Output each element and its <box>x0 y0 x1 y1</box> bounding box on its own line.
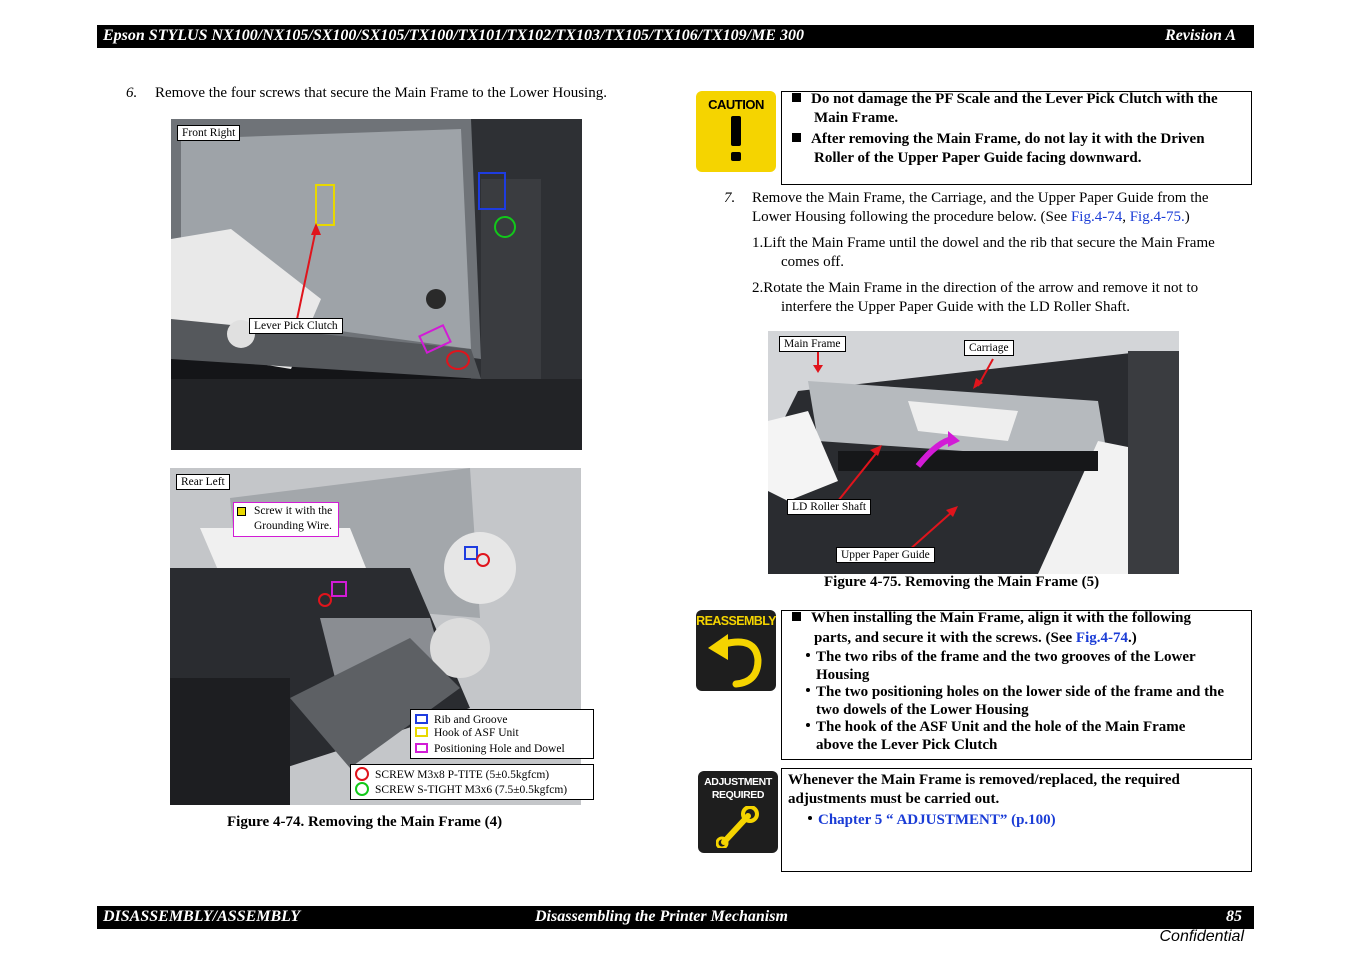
legend-positioning: Positioning Hole and Dowel <box>415 742 565 756</box>
revision-label: Revision A <box>1165 27 1236 44</box>
screw-icon <box>237 507 246 516</box>
red-screw-marker <box>318 593 332 607</box>
footer-section: DISASSEMBLY/ASSEMBLY <box>103 908 301 925</box>
yellow-square-icon <box>415 727 428 737</box>
step-7: 7. Remove the Main Frame, the Carriage, … <box>724 190 1209 206</box>
legend-rib-groove: Rib and Groove <box>415 713 507 727</box>
adjustment-bullet: Chapter 5 “ ADJUSTMENT” (p.100) <box>808 811 1056 830</box>
wrench-icon <box>716 806 759 848</box>
magenta-square-icon <box>415 743 428 753</box>
confidential-label: Confidential <box>1159 928 1245 945</box>
red-circle-icon <box>355 767 369 781</box>
rib-marker <box>478 172 506 210</box>
rib-marker <box>464 546 478 560</box>
footer-bar: DISASSEMBLY/ASSEMBLY Disassembling the P… <box>97 906 1254 929</box>
step-6: 6. Remove the four screws that secure th… <box>126 84 607 103</box>
legend-screw-green: SCREW S-TIGHT M3x6 (7.5±0.5kgfcm) <box>355 782 567 797</box>
reassembly-box: When installing the Main Frame, align it… <box>781 610 1252 760</box>
adjustment-badge: ADJUSTMENT REQUIRED <box>698 771 778 853</box>
figure-75-pointer-arrows <box>813 351 994 552</box>
adjustment-line-2: adjustments must be carried out. <box>788 791 1000 807</box>
reassembly-bullet-3: The hook of the ASF Unit and the hole of… <box>806 718 1185 737</box>
green-circle-icon <box>355 782 369 796</box>
label-ld-roller-shaft: LD Roller Shaft <box>787 499 872 515</box>
figure-75-caption: Figure 4-75. Removing the Main Frame (5) <box>824 574 1100 590</box>
green-screw-marker <box>494 216 516 238</box>
main-frame-removal-illustration <box>768 331 1179 574</box>
reassembly-bullet-1: The two ribs of the frame and the two gr… <box>806 648 1196 667</box>
legend-screw-red: SCREW M3x8 P-TITE (5±0.5kgfcm) <box>355 767 549 782</box>
blue-square-icon <box>415 714 428 724</box>
page-number: 85 <box>1226 908 1242 925</box>
exclamation-icon <box>731 116 741 146</box>
printer-front-right-illustration <box>171 119 582 450</box>
caution-badge: CAUTION <box>696 91 776 172</box>
adjustment-line-1: Whenever the Main Frame is removed/repla… <box>788 772 1180 788</box>
label-rear-left: Rear Left <box>176 474 230 490</box>
reassembly-intro: When installing the Main Frame, align it… <box>792 609 1191 628</box>
substep-1: 1.Lift the Main Frame until the dowel an… <box>752 235 1215 251</box>
reassembly-bullet-2: The two positioning holes on the lower s… <box>806 683 1224 702</box>
step-number: 7. <box>724 190 736 206</box>
fig-4-75-link[interactable]: Fig.4-75. <box>1129 209 1185 225</box>
undo-arrow-icon <box>708 634 762 688</box>
footer-subsection: Disassembling the Printer Mechanism <box>535 908 788 925</box>
step-text: Remove the four screws that secure the M… <box>155 85 607 101</box>
legend-screws: SCREW M3x8 P-TITE (5±0.5kgfcm) SCREW S-T… <box>350 764 594 800</box>
photo-front-right: Front Right Lever Pick Clutch <box>171 119 582 450</box>
caution-item-1: Do not damage the PF Scale and the Lever… <box>792 90 1218 109</box>
substep-2: 2.Rotate the Main Frame in the direction… <box>752 280 1199 296</box>
label-front-right: Front Right <box>177 125 241 141</box>
label-carriage: Carriage <box>964 340 1014 356</box>
positioning-marker <box>331 581 347 597</box>
figure-74-caption: Figure 4-74. Removing the Main Frame (4) <box>227 814 503 830</box>
reassembly-badge: REASSEMBLY <box>696 610 776 691</box>
hook-marker <box>315 184 335 226</box>
caution-item-2: After removing the Main Frame, do not la… <box>792 130 1205 149</box>
lever-pointer-arrow <box>295 223 321 325</box>
step-7-line-2: Lower Housing following the procedure be… <box>752 209 1190 225</box>
fig-4-74-link[interactable]: Fig.4-74 <box>1075 630 1128 646</box>
legend-markers: Rib and Groove Hook of ASF Unit Position… <box>410 709 594 759</box>
document-title: Epson STYLUS NX100/NX105/SX100/SX105/TX1… <box>103 27 804 44</box>
chapter-5-link[interactable]: Chapter 5 “ ADJUSTMENT” (p.100) <box>818 812 1056 828</box>
red-screw-marker <box>476 553 490 567</box>
red-screw-marker <box>446 350 470 370</box>
label-main-frame: Main Frame <box>779 336 846 352</box>
step-number: 6. <box>126 85 138 101</box>
label-grounding-screw: Screw it with the Grounding Wire. <box>233 502 340 537</box>
label-lever-pick-clutch: Lever Pick Clutch <box>249 318 343 334</box>
caution-box: Do not damage the PF Scale and the Lever… <box>781 91 1252 185</box>
legend-hook-asf: Hook of ASF Unit <box>415 726 519 740</box>
fig-4-74-link[interactable]: Fig.4-74 <box>1070 209 1123 225</box>
label-upper-paper-guide: Upper Paper Guide <box>836 547 935 563</box>
adjustment-box: Whenever the Main Frame is removed/repla… <box>781 768 1252 872</box>
photo-main-frame-removal: Main Frame Carriage LD Roller Shaft Uppe… <box>768 331 1179 574</box>
header-bar: Epson STYLUS NX100/NX105/SX100/SX105/TX1… <box>97 25 1254 48</box>
